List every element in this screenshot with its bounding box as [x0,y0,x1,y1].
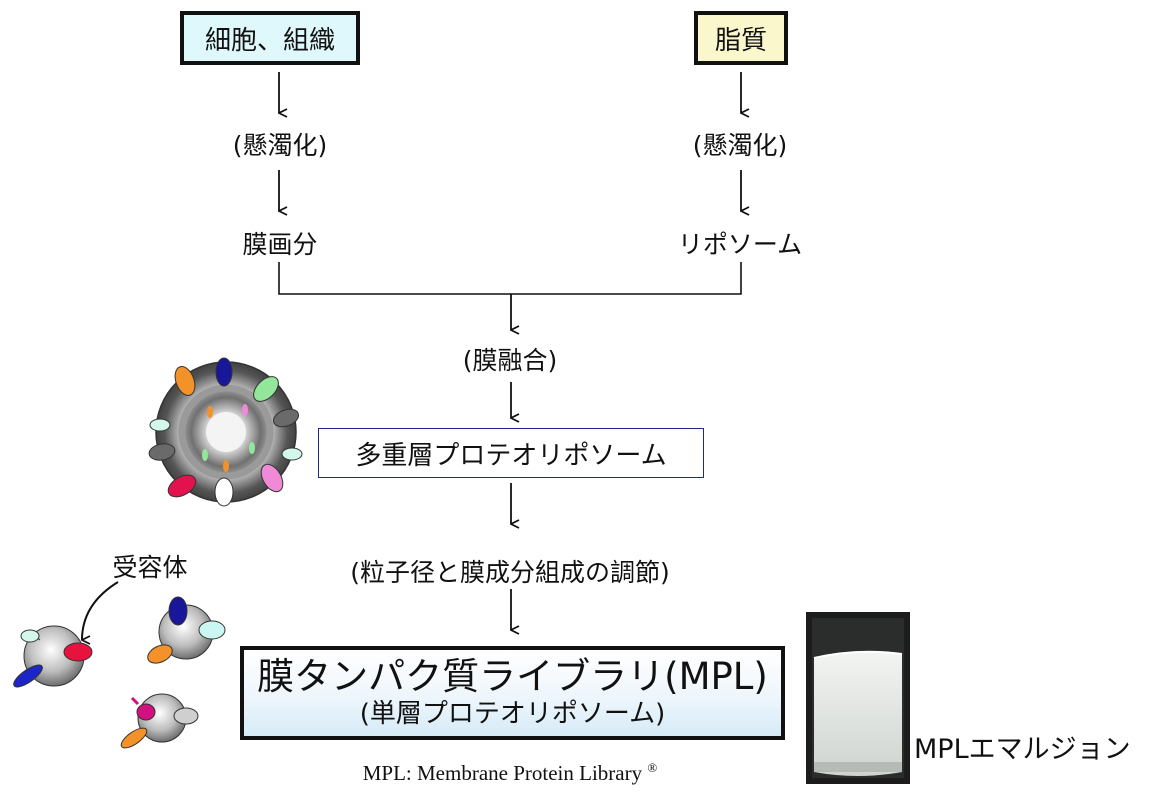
merge-connector [278,262,742,295]
vial-illustration [806,612,910,784]
cells-tissue-label: 細胞、組織 [204,25,335,56]
footnote: MPL: Membrane Protein Library ® [340,760,680,786]
mpl-box: 膜タンパク質ライブラリ(MPL) (単層プロテオリポソーム) [240,646,785,740]
footnote-text: MPL: Membrane Protein Library [362,761,643,785]
left-suspension-step: (懸濁化) [232,131,328,160]
lipid-label: 脂質 [714,25,767,56]
unilamellar-proteoliposome-1 [13,625,93,688]
registered-mark: ® [647,760,658,775]
receptor-label: 受容体 [112,553,188,582]
cells-tissue-box: 細胞、組織 [180,11,360,65]
right-suspension-step: (懸濁化) [692,131,788,160]
unilamellar-proteoliposome-3 [120,693,199,749]
lipid-box: 脂質 [694,11,788,65]
multilayer-proteoliposome-illustration [148,357,303,507]
membrane-fusion-step: (膜融合) [462,346,558,375]
multilayer-proteoliposome-label: 多重層プロテオリポソーム [355,440,667,471]
receptor-pointer-arrow [82,581,119,640]
size-composition-adjust-step: (粒子径と膜成分組成の調節) [350,558,670,587]
multilayer-proteoliposome-box: 多重層プロテオリポソーム [318,428,704,478]
membrane-fraction-label: 膜画分 [242,230,318,259]
mpl-title: 膜タンパク質ライブラリ(MPL) [257,655,768,698]
unilamellar-proteoliposome-2 [147,596,226,664]
mpl-emulsion-photo [806,612,910,784]
liposome-label: リポソーム [677,230,803,259]
mpl-subtitle: (単層プロテオリポソーム) [359,699,666,729]
mpl-emulsion-label: MPLエマルジョン [914,734,1131,765]
